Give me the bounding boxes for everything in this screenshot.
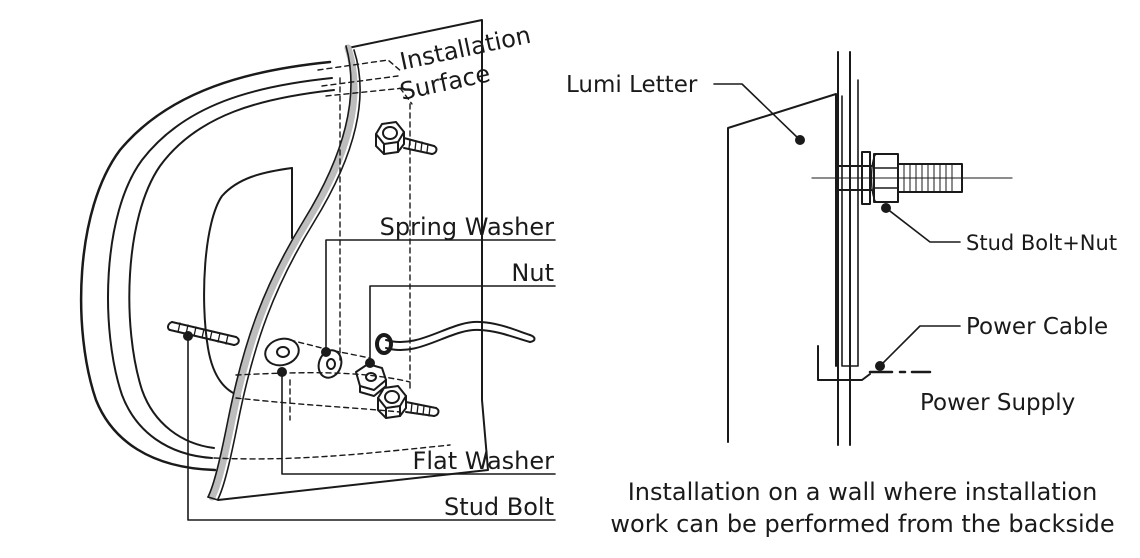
- text-labels: Installation Surface Spring Washer Nut F…: [380, 21, 1117, 521]
- caption-line-1: Installation on a wall where installatio…: [627, 478, 1098, 506]
- label-stud-bolt-nut: Stud Bolt+Nut: [966, 231, 1117, 255]
- right-section-view: [713, 51, 1013, 446]
- installation-surface-panel: [207, 19, 489, 501]
- letter-housing: [79, 60, 335, 472]
- label-power-cable: Power Cable: [966, 314, 1108, 340]
- label-lumi-letter: Lumi Letter: [566, 72, 698, 98]
- left-leader-lines: [187, 239, 556, 521]
- power-cable-left: [375, 320, 536, 355]
- lower-stud-assembly: [377, 385, 440, 419]
- spring-washer-part: [317, 349, 343, 379]
- label-power-supply: Power Supply: [920, 390, 1075, 416]
- right-leader-lines: [713, 83, 961, 367]
- left-exploded-view: [79, 19, 556, 521]
- label-flat-washer: Flat Washer: [413, 447, 555, 475]
- caption-line-2: work can be performed from the backside: [610, 510, 1115, 538]
- upper-stud-assembly: [375, 121, 438, 155]
- right-leader-dots: [795, 135, 891, 371]
- label-stud-bolt: Stud Bolt: [444, 493, 554, 521]
- stud-bolt-left: [166, 321, 240, 346]
- flat-washer-part: [264, 337, 300, 367]
- label-nut: Nut: [511, 259, 554, 287]
- projection-lines: [213, 59, 451, 460]
- leader-dots: [183, 331, 375, 377]
- figure-caption: Installation on a wall where installatio…: [585, 476, 1140, 540]
- label-spring-washer: Spring Washer: [380, 213, 554, 241]
